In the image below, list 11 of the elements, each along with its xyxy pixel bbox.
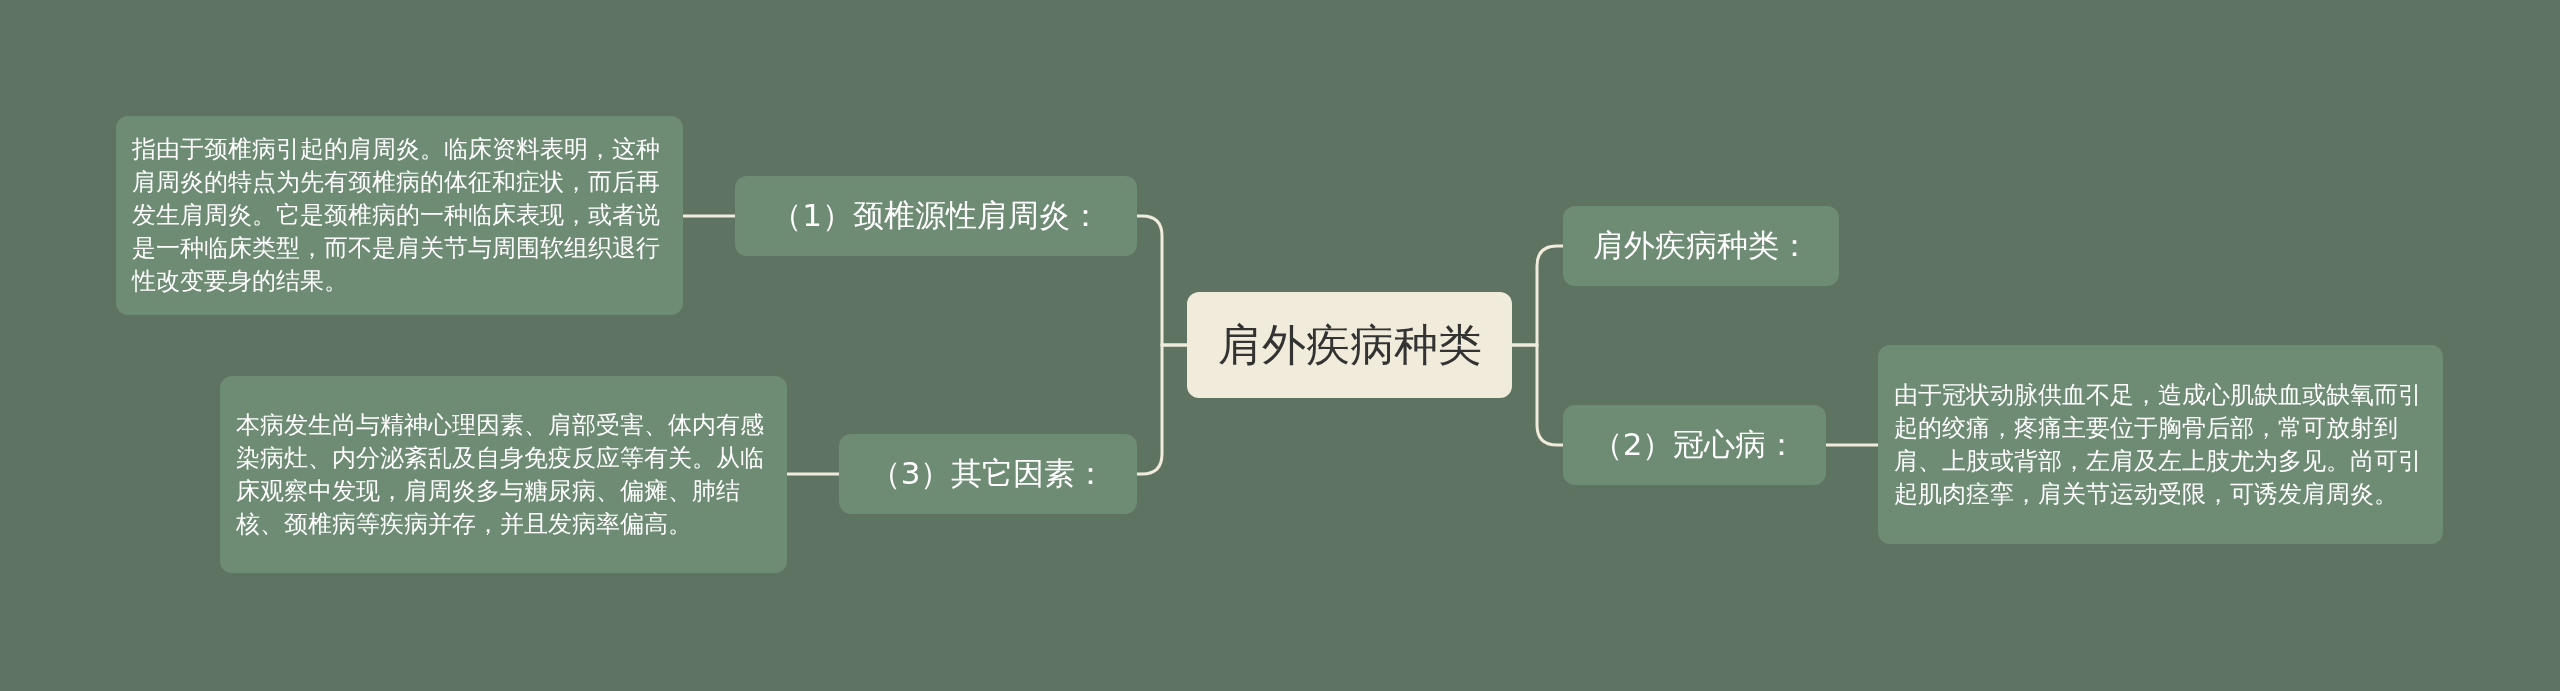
text-box: 由于冠状动脉供血不足，造成心肌缺血或缺氧而引起的绞痛，疼痛主要位于胸骨后部，常可放射到肩、上肢或背部，左肩及左上肢尤为多见。尚可引起肌肉痉挛，肩关节运动受限，可诱发肩周炎。 <box>1878 345 2443 544</box>
topic-box: （3）其它因素： <box>839 434 1137 514</box>
topic-box: （1）颈椎源性肩周炎： <box>735 176 1137 256</box>
topic-box: （2）冠心病： <box>1563 405 1826 485</box>
connector-line <box>683 214 735 218</box>
topic-box: 肩外疾病种类： <box>1563 206 1839 286</box>
connector-line <box>1826 443 1878 447</box>
connector-line <box>787 472 839 476</box>
text-box: 指由于颈椎病引起的肩周炎。临床资料表明，这种肩周炎的特点为先有颈椎病的体征和症状，而后再发生肩周炎。它是颈椎病的一种临床表现，或者说是一种临床类型，而不是肩关节与周围软组织退行性改变要身的结果。 <box>116 116 683 315</box>
central-topic-box: 肩外疾病种类 <box>1187 292 1512 398</box>
text-box: 本病发生尚与精神心理因素、肩部受害、体内有感染病灶、内分泌紊乱及自身免疫反应等有关。从临床观察中发现，肩周炎多与糖尿病、偏瘫、肺结核、颈椎病等疾病并存，并且发病率偏高。 <box>220 376 787 573</box>
